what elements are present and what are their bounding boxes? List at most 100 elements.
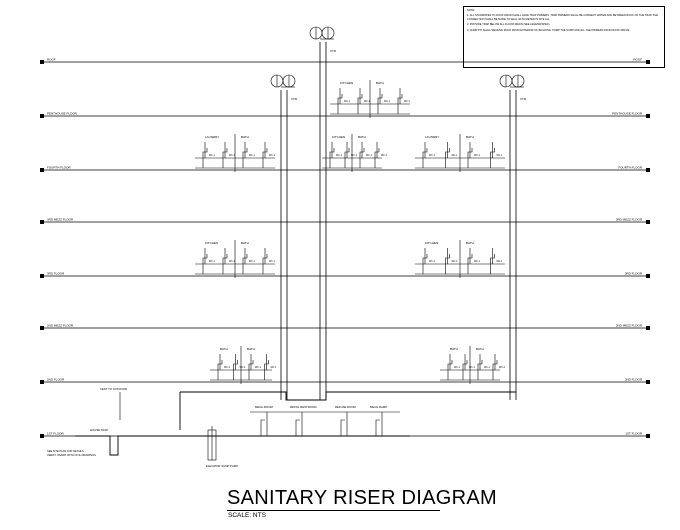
pipework [75, 26, 525, 461]
level-marker-right [646, 220, 650, 224]
site-plan-note: VERIFY INVERT WITH CIVIL DRAWINGS [47, 453, 96, 457]
building-drain [180, 391, 516, 401]
fixture-tag: WC-1 [344, 101, 351, 103]
fixture-tag: WC-1 [429, 155, 436, 157]
note-3: 3. SUMP PIT SHALL RECEIVE ROOF FROM EXTE… [467, 28, 631, 32]
fixture-tag: WC-1 [474, 155, 481, 157]
laundry-label: LAUNDRY [425, 135, 439, 139]
fixture-tag: WC-1 [269, 261, 276, 263]
fixture-tag: WC-1 [484, 367, 491, 369]
fixture-tag: WC-1 [209, 261, 216, 263]
level-marker-left [40, 274, 44, 278]
room-label: REFUSE ROOM [335, 405, 356, 409]
drawing-scale: SCALE: NTS [228, 512, 266, 519]
level-label-left: ROOF [47, 58, 56, 62]
fixture-tag: WC-1 [474, 261, 481, 263]
level-marker-right [646, 114, 650, 118]
fixture-tag: WC-1 [269, 155, 276, 157]
room-fixture [375, 419, 380, 436]
fixture-tag: WC-1 [229, 155, 236, 157]
level-marker-right [646, 380, 650, 384]
sump-pump-label: ELEVATOR SUMP PUMP [206, 464, 238, 468]
fixture-tag: WC-1 [469, 367, 476, 369]
level-marker-right [646, 326, 650, 330]
title-underline [227, 510, 440, 511]
room-label: RETAIL RESTROOM [290, 405, 317, 409]
fixture-tag: WC-1 [381, 155, 388, 157]
fixture-tag: WC-1 [454, 367, 461, 369]
room-fixture [260, 419, 265, 436]
level-marker-left [40, 220, 44, 224]
level-marker-left [40, 60, 44, 64]
fixture-tag: WC-1 [240, 367, 247, 369]
kitchen-label: KITCHEN [332, 135, 345, 139]
level-marker-right [646, 168, 650, 172]
annotations: ROOF ROOF PENTHOUSE FLOOR PENTHOUSE FLOOR FO… [47, 49, 643, 468]
level-marker-left [40, 380, 44, 384]
level-label-left: 2ND MEZZ FLOOR [47, 324, 74, 328]
level-marker-right [646, 274, 650, 278]
fixture-tag: WC-1 [452, 261, 459, 263]
room-label: MECH ROOM [255, 405, 273, 409]
fixture-tag: WC-1 [271, 367, 278, 369]
level-label-left: 3RD MEZZ FLOOR [47, 218, 74, 222]
level-label-right: 3RD FLOOR [625, 272, 643, 276]
level-label-left: 1ST FLOOR [47, 432, 64, 436]
fixture-tag: WC-1 [336, 155, 343, 157]
fixture-tag: WC-1 [255, 367, 262, 369]
site-plan-note: SEE SITE PLAN FOR DETAILS [47, 449, 84, 453]
fixture-tag: WC-1 [366, 155, 373, 157]
level-label-left: 2ND FLOOR [47, 378, 65, 382]
level-marker-left [40, 114, 44, 118]
level-label-right: ROOF [633, 58, 642, 62]
room-fixture [340, 419, 345, 436]
notes-heading: NOTE: [467, 9, 475, 12]
fixture-tag: WC-1 [224, 367, 231, 369]
level-label-right: 1ST FLOOR [625, 432, 642, 436]
room-fixture [295, 419, 300, 436]
bath-label: BATH [466, 135, 474, 139]
kitchen-label: KITCHEN [425, 241, 438, 245]
level-label-right: 2ND MEZZ FLOOR [616, 324, 643, 328]
fixture-tag: WC-1 [209, 155, 216, 157]
level-label-right: PENTHOUSE FLOOR [612, 112, 643, 116]
bath-label: BATH [376, 81, 384, 85]
fixture-tag: WC-1 [249, 155, 256, 157]
fixture-tag: WC-1 [404, 101, 411, 103]
bath-label: BATH [247, 347, 255, 351]
bath-label: BATH [241, 241, 249, 245]
bath-label-2f: BATH [220, 347, 228, 351]
note-1: 1. ALL STANDPIPES TO ROOF DRAIN SHALL HA… [467, 14, 658, 21]
level-label-left: 3RD FLOOR [47, 272, 65, 276]
level-label-right: 2ND FLOOR [625, 378, 643, 382]
kitchen-label: KITCHEN [205, 241, 218, 245]
level-marker-left [40, 434, 44, 438]
fixture-tag: WC-1 [499, 367, 506, 369]
fixture-tag: WC-1 [229, 261, 236, 263]
house-drain [75, 435, 250, 456]
level-marker-right [646, 434, 650, 438]
room-label: MECH RAMP [370, 405, 387, 409]
level-marker-left [40, 168, 44, 172]
fixture-tag: WC-1 [452, 155, 459, 157]
level-label-right: FOURTH FLOOR [618, 166, 642, 170]
note-2: 2. PROVIDE TRAP BELOW ALL FLOOR DRAIN (S… [467, 23, 551, 27]
level-label-right: 3RD MEZZ FLOOR [616, 218, 643, 222]
notes-box: NOTE: 1. ALL STANDPIPES TO ROOF DRAIN SH… [463, 6, 665, 68]
fixture-tag: WC-1 [497, 155, 504, 157]
house-trap-label: HOUSE TRAP [90, 428, 108, 432]
bath-label: BATH [241, 135, 249, 139]
level-marker-left [40, 326, 44, 330]
vtr-label: VTR [291, 97, 298, 101]
level-label-left: PENTHOUSE FLOOR [47, 112, 78, 116]
fixture-tag: WC-1 [497, 261, 504, 263]
floor-levels [40, 60, 650, 438]
vtr-label: VTR [520, 97, 527, 101]
level-marker-right [646, 60, 650, 64]
fixture-tag: WC-1 [364, 101, 371, 103]
fixture-tag: WC-1 [384, 101, 391, 103]
drawing-title: SANITARY RISER DIAGRAM [227, 487, 497, 509]
bath-label: BATH [476, 347, 484, 351]
